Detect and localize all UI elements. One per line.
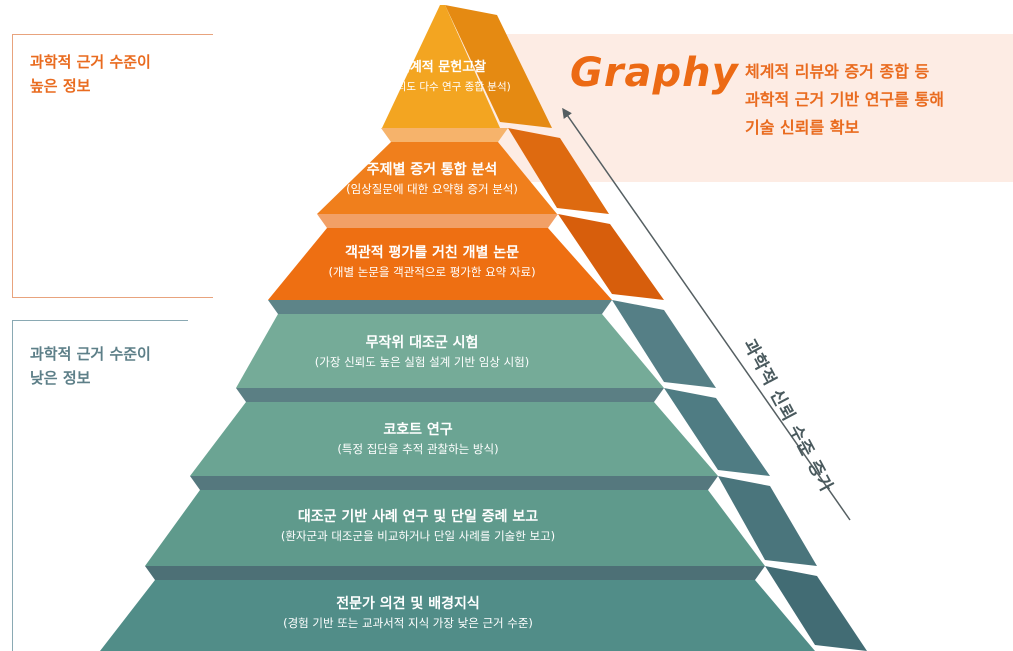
tier-expert-opinion-ledge [145, 566, 765, 580]
tier-rct: 무작위 대조군 시험 (가장 신뢰도 높은 실험 설계 기반 임상 시험) [315, 333, 529, 371]
tier-rct-front [236, 314, 664, 388]
tier-title: 주제별 증거 통합 분석 [366, 162, 498, 178]
low-evidence-label-line-2: 낮은 정보 [30, 369, 91, 387]
high-evidence-label: 과학적 근거 수준이 높은 정보 [30, 50, 151, 98]
tier-systematic-review-side [445, 5, 552, 128]
tier-case-control: 대조군 기반 사례 연구 및 단일 증례 보고 (환자군과 대조군을 비교하거나… [281, 507, 555, 545]
tier-subtitle: (특정 집단을 추적 관찰하는 방식) [337, 442, 499, 456]
graphy-description-line-3: 기술 신뢰를 확보 [745, 118, 860, 137]
tier-subtitle: (환자군과 대조군을 비교하거나 단일 사례를 기술한 보고) [280, 529, 556, 543]
tier-title: 코호트 연구 [383, 422, 453, 438]
tier-cohort-ledge [236, 388, 664, 402]
tier-topic-synthesis-front [317, 142, 557, 214]
trust-increase-arrow [562, 107, 851, 521]
tier-cohort-side [664, 388, 770, 476]
tier-expert-opinion-front [100, 580, 815, 651]
tier-title: 전문가 의견 및 배경지식 [336, 596, 480, 612]
graphy-description-line-2: 과학적 근거 기반 연구를 통해 [745, 90, 944, 109]
tier-title: 무작위 대조군 시험 [365, 335, 479, 351]
tier-subtitle: (가장 신뢰도 높은 실험 설계 기반 임상 시험) [314, 355, 530, 369]
graphy-description: 체계적 리뷰와 증거 종합 등 과학적 근거 기반 연구를 통해 기술 신뢰를 … [745, 58, 944, 142]
tier-case-control-ledge [190, 476, 718, 490]
tier-case-control-front [145, 490, 765, 566]
tier-expert-opinion: 전문가 의견 및 배경지식 (경험 기반 또는 교과서적 지식 가장 낮은 근거… [283, 594, 533, 632]
tier-rct-side [612, 300, 716, 388]
tier-topic-synthesis-ledge [381, 128, 508, 142]
tier-rct-ledge [268, 300, 612, 314]
tier-systematic-review: 체계적 문헌고찰 (고신뢰도 다수 연구 종합 분석) [373, 58, 510, 96]
tier-subtitle: (경험 기반 또는 교과서적 지식 가장 낮은 근거 수준) [283, 616, 533, 630]
tier-subtitle: (개별 논문을 객관적으로 평가한 요약 자료) [328, 265, 536, 279]
tier-cohort-front [190, 402, 718, 476]
graphy-logo: Graphy [570, 50, 739, 96]
low-evidence-bracket [12, 320, 188, 651]
tier-subtitle: (임상질문에 대한 요약형 증거 분석) [346, 182, 518, 196]
high-evidence-label-line-2: 높은 정보 [30, 77, 91, 95]
tier-title: 객관적 평가를 거친 개별 논문 [344, 245, 520, 261]
tier-appraised-papers: 객관적 평가를 거친 개별 논문 (개별 논문을 객관적으로 평가한 요약 자료… [328, 243, 535, 281]
tier-expert-opinion-side [765, 566, 867, 651]
low-evidence-label-line-1: 과학적 근거 수준이 [30, 345, 151, 363]
tier-cohort: 코호트 연구 (특정 집단을 추적 관찰하는 방식) [337, 420, 498, 458]
tier-title: 체계적 문헌고찰 [397, 60, 487, 75]
tier-subtitle: (고신뢰도 다수 연구 종합 분석) [373, 81, 511, 93]
tier-appraised-papers-ledge [317, 214, 558, 228]
graphy-description-line-1: 체계적 리뷰와 증거 종합 등 [745, 62, 930, 81]
tier-case-control-side [718, 476, 817, 566]
tier-title: 대조군 기반 사례 연구 및 단일 증례 보고 [297, 509, 539, 525]
high-evidence-bracket [12, 34, 213, 298]
pyramid-tiers [100, 5, 867, 651]
tier-systematic-review-front [382, 5, 500, 128]
low-evidence-label: 과학적 근거 수준이 낮은 정보 [30, 342, 151, 390]
tier-topic-synthesis: 주제별 증거 통합 분석 (임상질문에 대한 요약형 증거 분석) [346, 160, 518, 198]
tier-topic-synthesis-side [508, 128, 609, 214]
tier-appraised-papers-side [558, 214, 664, 300]
tier-appraised-papers-front [268, 228, 612, 300]
high-evidence-label-line-1: 과학적 근거 수준이 [30, 53, 151, 71]
